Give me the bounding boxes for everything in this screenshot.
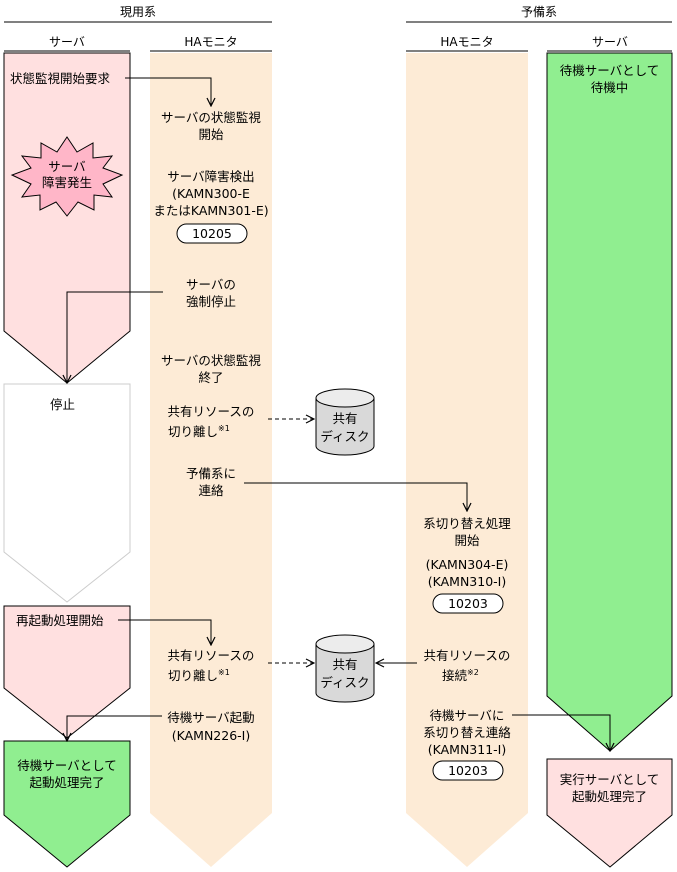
arrow-restart-begin xyxy=(118,619,211,645)
failure-label-1: サーバ xyxy=(48,159,86,174)
monitor-start-2: 開始 xyxy=(198,127,224,142)
switch-notify-2: 系切り替え連絡 xyxy=(423,725,511,740)
code-pill-10203-a xyxy=(432,593,504,614)
lane-header-active-server: サーバ xyxy=(49,35,85,49)
switch-4: (KAMN310-I) xyxy=(427,574,507,589)
detach2-2: 切り離し※1 xyxy=(168,664,230,684)
detect-code: 10205 xyxy=(192,226,232,241)
detect-2: (KAMN300-E xyxy=(172,186,250,201)
monitor-start-1: サーバの状態監視 xyxy=(161,110,261,125)
standby-waiting-1: 待機サーバとして xyxy=(559,63,660,78)
standby-start-1: 待機サーバ起動 xyxy=(167,710,255,725)
code-pill-10203-b xyxy=(432,760,504,781)
disk2-label-2: ディスク xyxy=(320,675,370,690)
active-server-restart-block xyxy=(3,605,131,739)
standby-server-waiting-block xyxy=(546,52,673,752)
shared-disk-2 xyxy=(315,634,375,703)
detach1-2-text: 切り離し xyxy=(168,424,219,440)
notify-standby-2: 連絡 xyxy=(198,483,224,498)
force-stop-2: 強制停止 xyxy=(185,294,236,309)
disk1-label-2: ディスク xyxy=(320,429,370,444)
detach2-note: ※1 xyxy=(218,668,230,677)
detach1-note: ※1 xyxy=(218,424,230,433)
attach-2: 接続※2 xyxy=(442,664,479,684)
arrow-monitor-request xyxy=(125,77,211,106)
active-server-done-block xyxy=(3,740,131,868)
svg-text:予備系: 予備系 xyxy=(521,4,557,19)
lane-header-standby-ha: HAモニタ xyxy=(440,35,493,49)
disk1-label-1: 共有 xyxy=(332,411,358,426)
code-pill-10205 xyxy=(176,223,248,244)
switch-3: (KAMN304-E) xyxy=(425,557,509,572)
detect-3: またはKAMN301-E) xyxy=(153,203,269,218)
restart-begin-label: 再起動処理開始 xyxy=(16,613,104,628)
switch-1: 系切り替え処理 xyxy=(423,516,511,531)
detect-1: サーバ障害検出 xyxy=(167,169,255,184)
attach-note: ※2 xyxy=(467,668,479,677)
arrow-force-stop xyxy=(67,291,163,383)
svg-text:現用系: 現用系 xyxy=(120,5,156,19)
detach1-2: 切り離し※1 xyxy=(168,420,230,440)
force-stop-1: サーバの xyxy=(186,277,236,292)
notify-standby-1: 予備系に xyxy=(185,466,236,481)
arrow-switch-notify xyxy=(512,714,610,751)
disk2-label-1: 共有 xyxy=(332,657,358,672)
arrow-standby-start xyxy=(67,715,162,741)
switch-notify-1: 待機サーバに xyxy=(429,708,505,723)
attach-2-text: 接続 xyxy=(442,668,468,684)
stopped-label: 停止 xyxy=(50,397,76,412)
attach-1: 共有リソースの xyxy=(423,648,511,663)
standby-done-1: 実行サーバとして xyxy=(559,772,660,787)
failure-burst xyxy=(10,136,124,217)
switch-code: 10203 xyxy=(448,596,488,611)
detach2-2-text: 切り離し xyxy=(168,668,219,684)
switch-notify-3: (KAMN311-I) xyxy=(427,742,507,757)
standby-waiting-2: 待機中 xyxy=(590,80,629,95)
arrow-notify-standby xyxy=(244,482,467,511)
active-done-label-2: 起動処理完了 xyxy=(29,775,105,790)
detach2-1: 共有リソースの xyxy=(167,648,255,663)
monitor-end-2: 終了 xyxy=(198,370,224,385)
active-ha-lane xyxy=(150,53,272,867)
active-system-header: 現用系 xyxy=(4,5,272,23)
monitor-end-1: サーバの状態監視 xyxy=(161,353,261,368)
lane-header-active-ha: HAモニタ xyxy=(184,35,237,49)
standby-ha-lane xyxy=(406,53,528,867)
active-done-label-1: 待機サーバとして xyxy=(17,758,117,773)
standby-start-2: (KAMN226-I) xyxy=(171,728,251,743)
monitor-start-request: 状態監視開始要求 xyxy=(10,71,111,86)
switch-2: 開始 xyxy=(454,533,480,548)
active-server-stopped-block xyxy=(3,383,131,603)
detach1-1: 共有リソースの xyxy=(167,404,255,419)
switch-notify-code: 10203 xyxy=(448,763,488,778)
active-server-running-block xyxy=(3,52,131,384)
lane-header-standby-server: サーバ xyxy=(592,35,628,49)
shared-disk-1 xyxy=(315,388,375,456)
failure-label-2: 障害発生 xyxy=(41,175,92,190)
standby-server-done-block xyxy=(546,758,673,868)
standby-done-2: 起動処理完了 xyxy=(571,789,647,804)
standby-system-header: 予備系 xyxy=(406,4,672,23)
